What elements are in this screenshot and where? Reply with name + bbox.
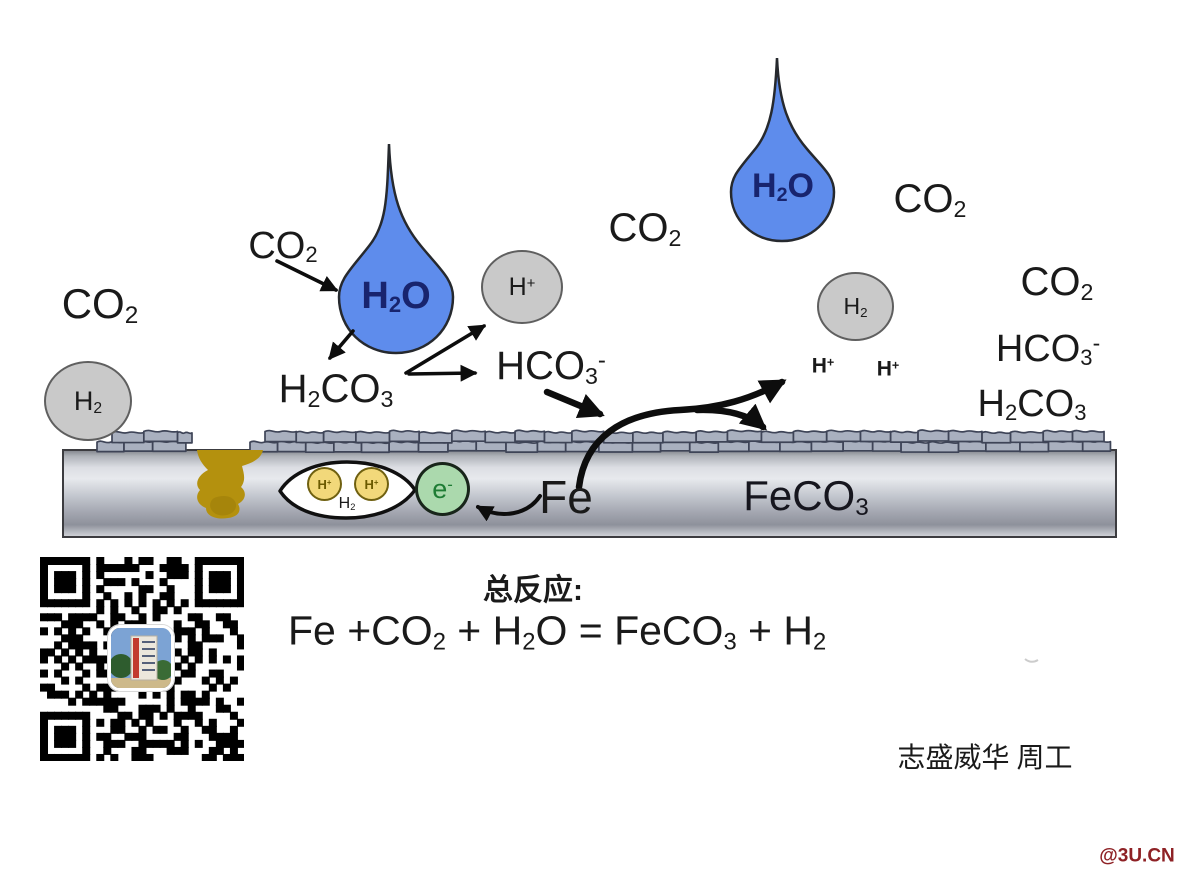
scale-block	[322, 430, 357, 443]
hplus-bubble: H+	[481, 250, 563, 324]
scale-block	[859, 429, 892, 443]
scale-block	[1042, 429, 1074, 443]
feco3-label-on-bar: FeCO3	[743, 472, 869, 521]
scale-block	[176, 431, 193, 444]
signature-text: 志盛威华 周工	[897, 743, 1073, 774]
scale-block	[543, 430, 573, 444]
scale-block	[571, 429, 605, 443]
electron-bubble-label: e-	[432, 473, 453, 504]
free-hplus-label-2: H+	[876, 357, 900, 381]
corrosion-pit-shadow	[210, 496, 237, 516]
h2co3-label-left: H2CO3	[278, 367, 394, 412]
water-droplet-left	[337, 143, 455, 355]
scale-block	[917, 429, 950, 442]
scale-block	[662, 430, 698, 444]
scale-block	[484, 430, 516, 444]
scale-block	[695, 430, 729, 443]
scale-block	[927, 440, 960, 454]
arrow-h2co3-to-hco3	[407, 364, 478, 382]
arrow-hco3-to-surface	[543, 388, 605, 419]
proton-bubble-2-label: H+	[364, 476, 379, 492]
electron-bubble: e-	[415, 462, 470, 516]
scale-block	[264, 429, 298, 443]
fe-label-on-bar: Fe	[539, 471, 593, 523]
proton-bubble-2: H+	[354, 467, 389, 501]
arrow-surface-to-hplus	[575, 378, 787, 491]
scale-block	[900, 440, 930, 453]
scale-block	[355, 430, 391, 444]
arrow-h2co3-to-hplus	[404, 324, 487, 375]
overall-reaction-title: 总反应:	[483, 574, 583, 607]
h2-label-in-lens: H2	[338, 495, 356, 512]
scale-block	[388, 440, 420, 453]
scale-block	[981, 430, 1012, 444]
co2-label-mid-top: CO2	[608, 206, 682, 251]
scale-block	[142, 429, 179, 443]
scale-block	[825, 429, 862, 443]
co2-label-right: CO2	[1020, 260, 1094, 305]
h2co3-label-right: H2CO3	[977, 383, 1087, 426]
scale-block	[726, 429, 763, 442]
co2-label-top-right: CO2	[893, 177, 967, 222]
scale-block	[947, 429, 983, 443]
hplus-bubble-label: H+	[508, 272, 536, 301]
arrow-co2-to-droplet	[275, 259, 339, 292]
scale-block	[760, 430, 795, 444]
scale-block	[792, 429, 828, 443]
scale-block	[1071, 429, 1105, 443]
proton-bubble-1: H+	[307, 467, 342, 501]
scale-block	[1009, 430, 1045, 444]
feco3-scale-layer	[96, 429, 1112, 454]
scale-block	[632, 430, 664, 444]
water-droplet-right	[729, 57, 836, 243]
arrow-fork-to-feco3-surface	[693, 403, 767, 431]
hco3-label-left: HCO3-	[496, 344, 606, 389]
h2-bubble-left: H2	[44, 361, 132, 441]
scale-block	[388, 429, 421, 443]
smudge-artifact	[1024, 658, 1039, 663]
scale-block	[360, 440, 390, 454]
scale-block	[111, 430, 145, 444]
building-photo-icon	[111, 628, 171, 688]
qr-center-logo	[108, 625, 174, 691]
scale-block	[418, 431, 453, 444]
free-hplus-label-1: H+	[811, 354, 835, 378]
h2-bubble-left-label: H2	[73, 385, 103, 417]
h2-bubble-right: H2	[817, 272, 894, 341]
h2-bubble-right-label: H2	[843, 293, 868, 320]
scale-block	[889, 430, 919, 443]
co2-label-mid-left: CO2	[248, 225, 318, 268]
arrow-droplet-to-h2co3	[328, 329, 355, 360]
watermark-text: @3U.CN	[1099, 845, 1175, 867]
scale-block	[295, 430, 325, 444]
hco3-label-right: HCO3-	[995, 328, 1101, 371]
scale-block	[451, 429, 487, 443]
proton-bubble-1-label: H+	[317, 476, 332, 492]
scale-block	[249, 440, 279, 453]
scale-block	[514, 429, 546, 443]
arrow-fe-to-electron	[475, 494, 542, 522]
scale-block	[688, 440, 720, 453]
co2-label-far-left: CO2	[61, 280, 139, 329]
overall-reaction-equation: Fe +CO2 + H2O = FeCO3 + H2	[288, 607, 827, 656]
h2o-label-droplet-right: H2O	[752, 167, 814, 206]
h2o-label-droplet-left: H2O	[361, 275, 431, 318]
